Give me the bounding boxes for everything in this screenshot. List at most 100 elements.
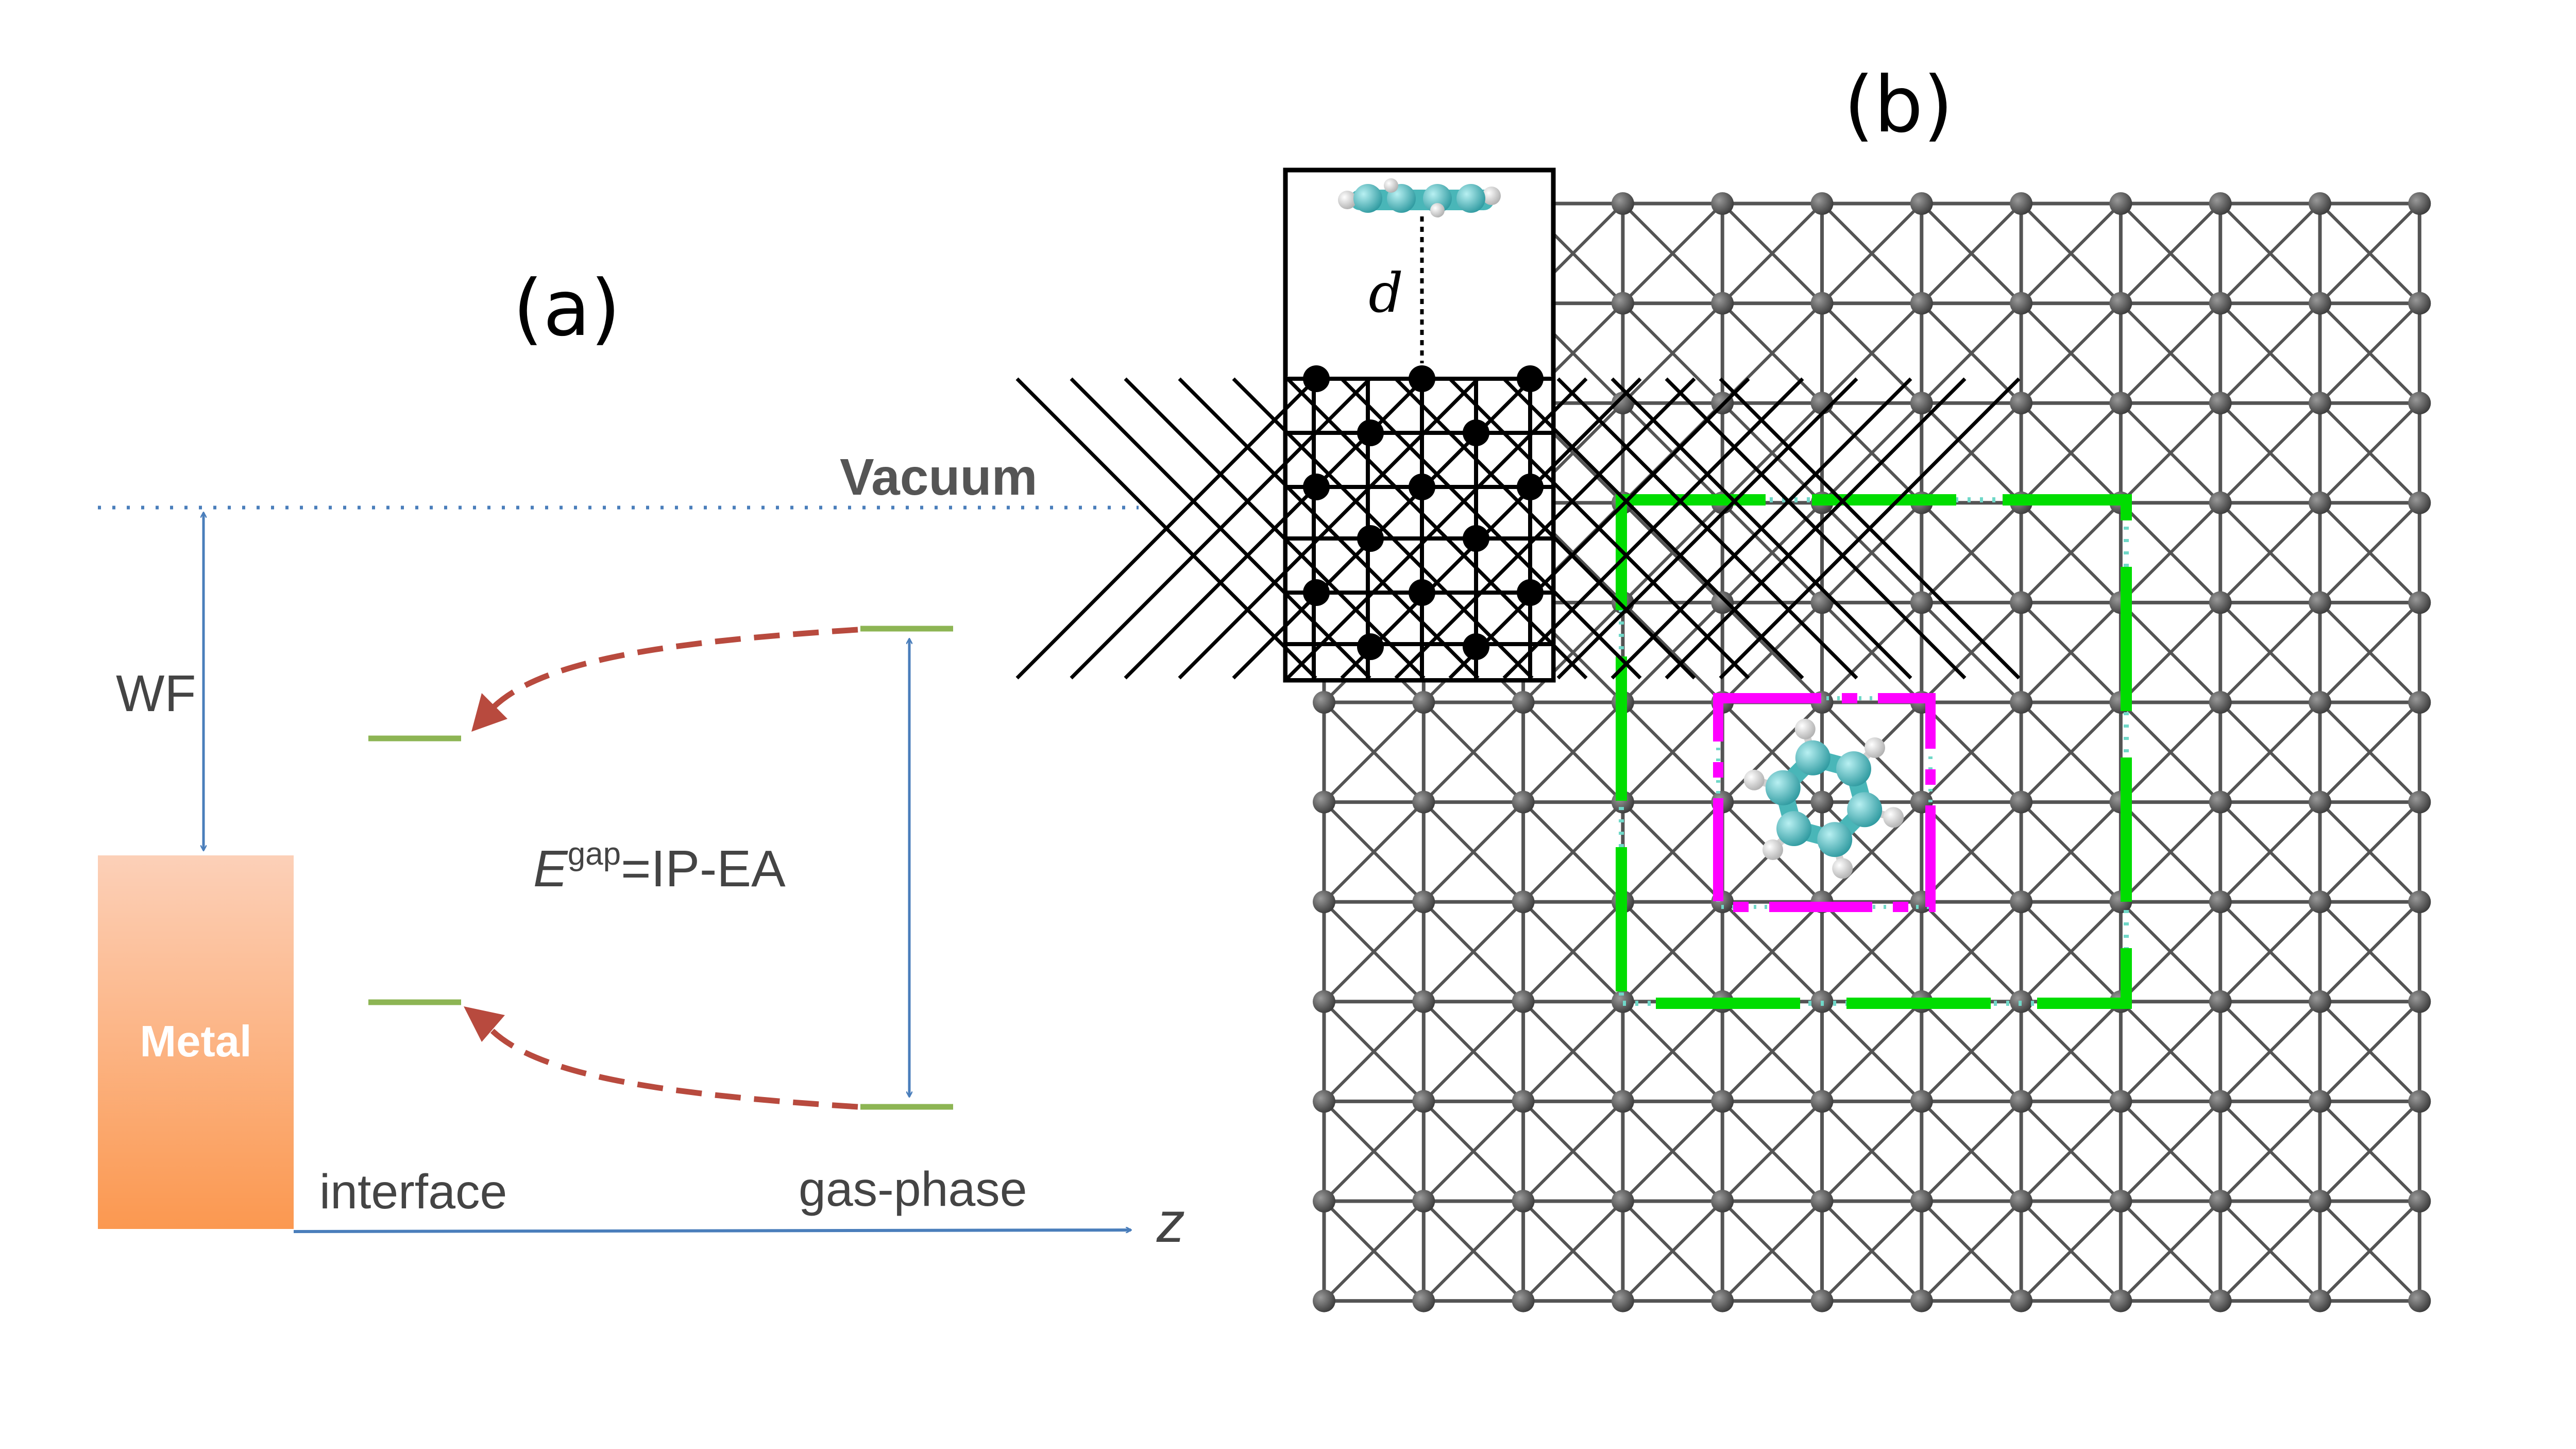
hydrogen-atom bbox=[1832, 858, 1853, 879]
side-atom bbox=[1409, 365, 1435, 392]
lattice-atom bbox=[1512, 1090, 1535, 1113]
lattice-atom bbox=[2010, 790, 2033, 814]
lattice-diag-bond bbox=[1920, 1100, 2023, 1203]
lattice-atom bbox=[2109, 192, 2132, 215]
lattice-atom bbox=[2010, 691, 2033, 714]
side-diag-line bbox=[1178, 377, 1480, 680]
lattice-atom bbox=[1711, 1289, 1734, 1312]
side-diag-line bbox=[1340, 377, 1642, 680]
side-diag-line bbox=[1286, 377, 1588, 680]
side-diag-line bbox=[1394, 377, 1696, 680]
carbon-atom bbox=[1423, 184, 1452, 213]
distance-label: d bbox=[1368, 262, 1403, 325]
lattice-diag-bond bbox=[2318, 1200, 2421, 1302]
lattice-atom bbox=[1810, 1289, 1834, 1312]
side-atom bbox=[1303, 579, 1330, 606]
lattice-atom bbox=[1810, 790, 1834, 814]
lattice-diag-bond bbox=[2219, 601, 2321, 704]
lattice-diag-bond bbox=[2120, 601, 2222, 704]
lattice-diag-bond bbox=[2020, 302, 2122, 405]
lattice-diag-bond bbox=[1422, 1100, 1524, 1203]
lattice-atom bbox=[1611, 192, 1634, 215]
side-atom bbox=[1303, 474, 1330, 500]
lattice-diag-bond bbox=[1522, 1100, 1624, 1203]
carbon-atom bbox=[1817, 822, 1853, 857]
lattice-atom bbox=[2010, 392, 2033, 415]
carbon-atom bbox=[1795, 740, 1831, 776]
lattice-atom bbox=[2309, 890, 2331, 914]
lattice-atom bbox=[1910, 591, 1933, 614]
lattice-atom bbox=[2209, 1190, 2232, 1212]
lattice-diag-bond bbox=[2318, 1000, 2421, 1103]
lattice-atom bbox=[2408, 691, 2431, 714]
lattice-diag-bond bbox=[2219, 402, 2321, 504]
lattice-diag-bond bbox=[1422, 901, 1524, 1003]
lattice-atom bbox=[2309, 990, 2331, 1013]
lattice-diag-bond bbox=[2318, 701, 2421, 803]
lattice-atom bbox=[1711, 591, 1734, 614]
lattice-diag-bond bbox=[1721, 601, 1823, 704]
lattice-diag-bond bbox=[1621, 1200, 1724, 1302]
panel-a-label: (a) bbox=[513, 264, 621, 353]
lattice-atom bbox=[2209, 691, 2232, 714]
lattice-diag-bond bbox=[1721, 1200, 1823, 1302]
lattice-diag-bond bbox=[1920, 402, 2023, 504]
side-diag-line bbox=[1611, 377, 1912, 680]
lattice-atom bbox=[2010, 591, 2033, 614]
lattice-atom bbox=[1412, 691, 1435, 714]
lattice-atom bbox=[2209, 890, 2232, 914]
lattice-diag-bond bbox=[1621, 1000, 1724, 1103]
lattice-diag-bond bbox=[1821, 402, 1923, 504]
lattice-atom bbox=[1810, 292, 1834, 315]
lattice-diag-bond bbox=[1821, 302, 1923, 405]
lattice-atom bbox=[2010, 292, 2033, 315]
lattice-diag-bond bbox=[1821, 901, 1923, 1003]
lattice-atom bbox=[1313, 1090, 1335, 1113]
lattice-diag-bond bbox=[1920, 601, 2023, 704]
lattice-atom bbox=[2408, 1090, 2431, 1113]
lattice-diag-bond bbox=[2120, 1200, 2222, 1302]
side-atom bbox=[1357, 419, 1384, 446]
lattice-atom bbox=[1611, 1289, 1634, 1312]
lattice-atom bbox=[2408, 890, 2431, 914]
lattice-diag-bond bbox=[1621, 601, 1724, 704]
lattice-diag-bond bbox=[1920, 501, 2023, 604]
side-atom bbox=[1357, 525, 1384, 552]
lattice-diag-bond bbox=[2120, 901, 2222, 1003]
lattice-atom bbox=[2309, 790, 2331, 814]
z-axis-label: z bbox=[1156, 1191, 1185, 1254]
lattice-atom bbox=[1512, 1190, 1535, 1212]
lattice-diag-bond bbox=[1323, 1100, 1425, 1203]
lattice-diag-bond bbox=[1323, 701, 1425, 803]
hydrogen-atom bbox=[1338, 191, 1357, 209]
lattice-atom bbox=[2010, 192, 2033, 215]
lattice-atom bbox=[1412, 790, 1435, 814]
side-diag-line bbox=[1502, 377, 1804, 680]
lattice-diag-bond bbox=[2020, 202, 2122, 305]
outer-supercell bbox=[1616, 494, 2132, 1009]
side-diag-line bbox=[1665, 377, 1967, 680]
lattice-diag-bond bbox=[2219, 901, 2321, 1003]
lattice-atom bbox=[1711, 192, 1734, 215]
lower-renormalization-arrow bbox=[490, 1029, 858, 1110]
side-atom bbox=[1463, 419, 1489, 446]
metal-block bbox=[98, 855, 294, 1229]
side-atom bbox=[1517, 474, 1544, 500]
lattice-diag-bond bbox=[1920, 302, 2023, 405]
lattice-diag-bond bbox=[1920, 701, 2023, 803]
lattice-atom bbox=[1313, 790, 1335, 814]
vacuum-label: Vacuum bbox=[840, 448, 1038, 506]
lattice-diag-bond bbox=[1920, 1000, 2023, 1103]
hydrogen-atom bbox=[1864, 737, 1885, 759]
lattice-diag-bond bbox=[1721, 1100, 1823, 1203]
lattice-atom bbox=[1412, 1090, 1435, 1113]
lattice-diag-bond bbox=[1920, 202, 2023, 305]
lattice-atom bbox=[2408, 392, 2431, 415]
gap-label-e: E bbox=[533, 840, 568, 898]
lattice-diag-bond bbox=[2020, 1100, 2122, 1203]
lattice-atom bbox=[2309, 392, 2331, 415]
lattice-diag-bond bbox=[2318, 302, 2421, 405]
lattice-atom bbox=[1711, 1090, 1734, 1113]
side-atom bbox=[1463, 525, 1489, 552]
lattice-diag-bond bbox=[1920, 901, 2023, 1003]
